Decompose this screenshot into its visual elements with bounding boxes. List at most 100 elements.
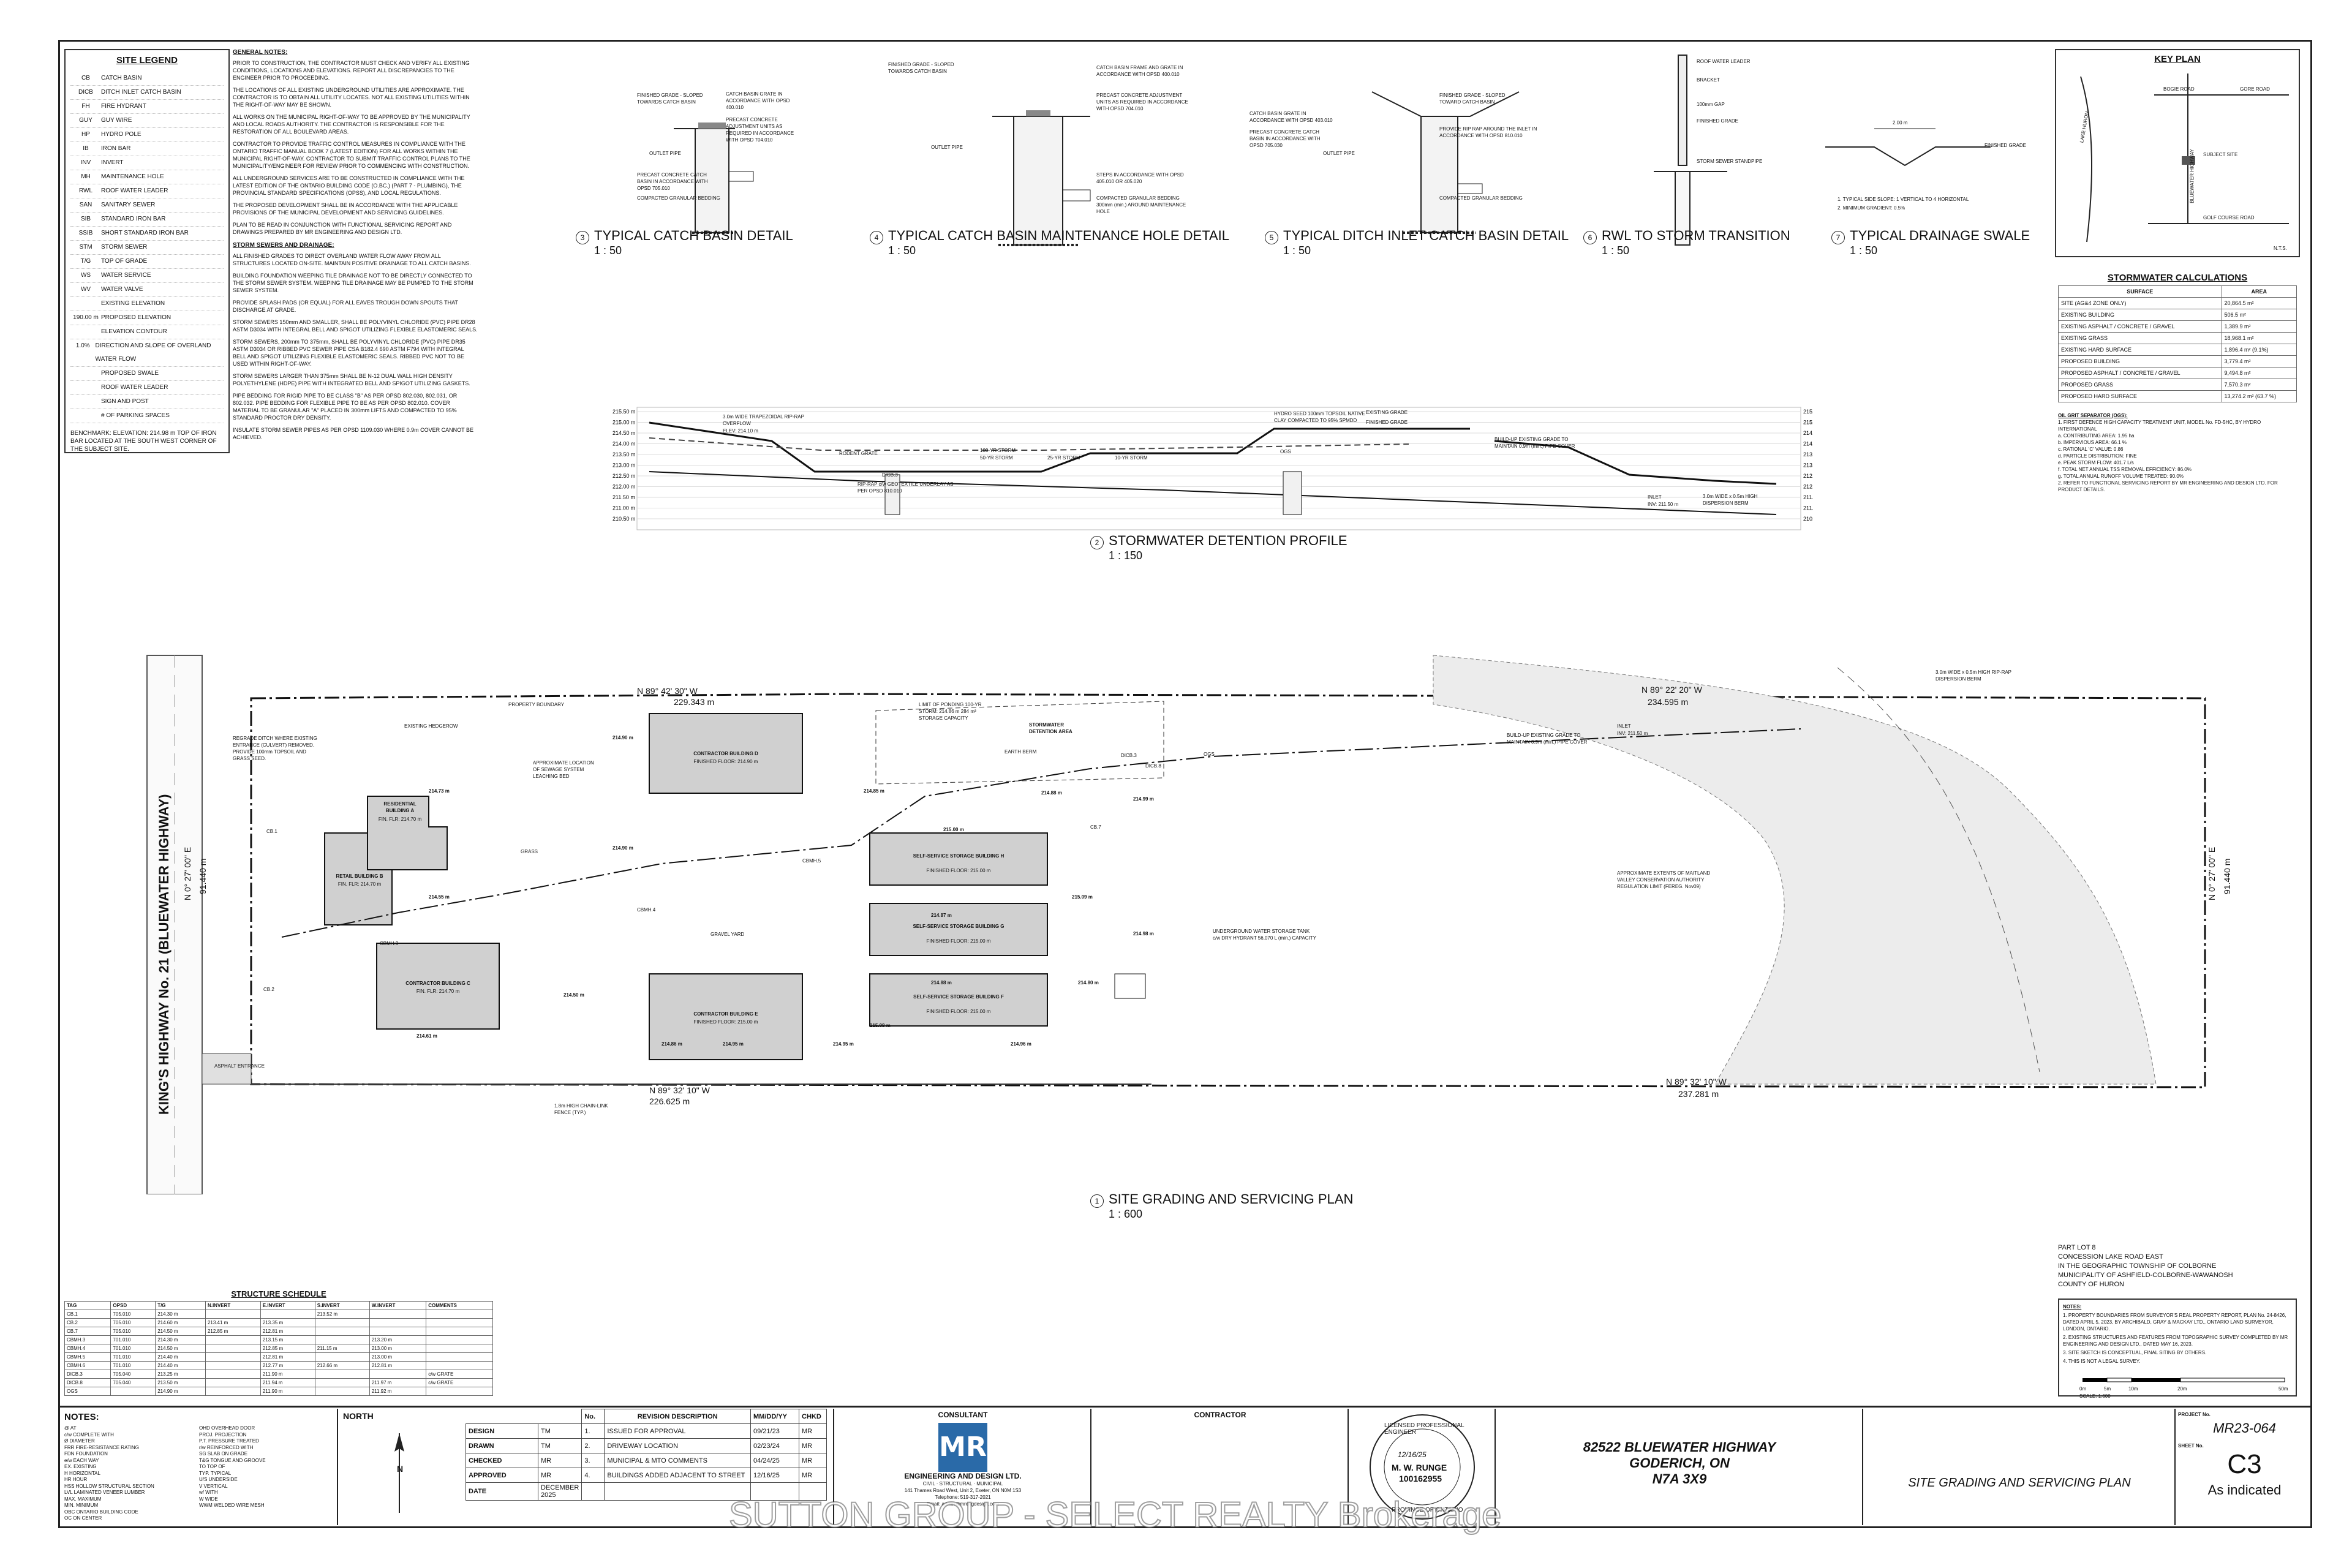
profile-scale: 1 : 150 [1109, 549, 1143, 562]
abbreviation-item: PROJ. PROJECTION [199, 1431, 247, 1438]
rwl-label-gap: 100mm GAP [1697, 102, 1725, 107]
building-c-name: CONTRACTOR BUILDING C [405, 981, 470, 986]
building-g-name: SELF-SERVICE STORAGE BUILDING G [913, 924, 1005, 929]
spot-elevation: 214.88 m [931, 980, 952, 986]
schedule-head: S.INVERT [314, 1301, 370, 1310]
profile-existing-grade [649, 437, 1409, 451]
abbreviation-item: HR HOUR [64, 1477, 88, 1482]
calc-surface: EXISTING GRASS [2058, 332, 2222, 344]
schedule-cell [205, 1310, 261, 1319]
rev-role: DRAWN [466, 1438, 538, 1453]
rev-cell: 02/23/24 [750, 1438, 799, 1453]
key-plan-gore: GORE ROAD [2240, 86, 2270, 92]
schedule-head: COMMENTS [426, 1301, 493, 1310]
spot-elevation: 214.88 m [1041, 790, 1062, 796]
rev-role: APPROVED [466, 1468, 538, 1483]
rev-role: DESIGN [466, 1423, 538, 1439]
legend-label: EXISTING ELEVATION [101, 300, 165, 307]
legal-line: PART LOT 8 [2058, 1244, 2096, 1251]
detail-4-number: 4 [870, 231, 883, 244]
schedule-cell [314, 1378, 370, 1387]
building-b-name: RETAIL BUILDING B [336, 873, 383, 879]
abbreviation-title: NOTES: [64, 1412, 99, 1422]
plan-cb7: CB.7 [1090, 824, 1101, 830]
spot-elevation: 214.87 m [931, 913, 952, 918]
cbmh-detail [992, 110, 1091, 246]
schedule-cell: 212.77 m [260, 1361, 315, 1370]
spot-elevation: 214.80 m [1078, 980, 1099, 986]
schedule-cell: CBMH.6 [64, 1361, 111, 1370]
schedule-cell [426, 1310, 493, 1319]
address-line-3: N7A 3X9 [1652, 1471, 1707, 1487]
schedule-cell: 212.66 m [314, 1361, 370, 1370]
schedule-cell: 705.010 [110, 1318, 156, 1327]
plan-cbmh5: CBMH.5 [802, 858, 821, 864]
calc-area: 9,494.8 m² [2221, 367, 2297, 379]
legend-key: GUY [79, 117, 92, 124]
schedule-cell: CB.1 [64, 1310, 111, 1319]
schedule-cell: 214.50 m [155, 1344, 206, 1353]
abbreviation-item: TYP. TYPICAL [199, 1470, 232, 1476]
spot-elevation: 214.86 m [662, 1041, 682, 1047]
scale-5: 5m [2104, 1386, 2111, 1392]
sheet-title: SITE GRADING AND SERVICING PLAN [1908, 1476, 2131, 1490]
legend-key: 190.00 m [73, 314, 99, 321]
swale-label-grade: FINISHED GRADE [1985, 143, 2027, 148]
calc-area: 3,779.4 m² [2221, 355, 2297, 368]
dicb-label-bedding: COMPACTED GRANULAR BEDDING [1439, 195, 1523, 201]
profile-ogs [1283, 471, 1302, 515]
plan-dicb3: DICB.3 [1121, 753, 1137, 758]
profile-dicb3 [884, 474, 900, 515]
schedule-cell: 701.010 [110, 1361, 156, 1370]
rev-cell: 3. [581, 1453, 605, 1468]
abbreviation-item: FDN FOUNDATION [64, 1451, 108, 1457]
building-d-name: CONTRACTOR BUILDING D [693, 751, 758, 756]
detention-area [875, 701, 1164, 785]
plan-scale: 1 : 600 [1109, 1208, 1143, 1220]
profile-ogs-label: OGS [1280, 449, 1291, 454]
schedule-cell [314, 1318, 370, 1327]
legend-key [70, 297, 101, 311]
detail-6-scale: 1 : 50 [1602, 244, 1630, 257]
schedule-cell: CB.2 [64, 1318, 111, 1327]
legend-key: WV [80, 286, 91, 293]
key-plan-map [2080, 74, 2289, 243]
plan-cb2: CB.2 [263, 987, 274, 992]
abbreviation-item: OC ON CENTER [64, 1515, 102, 1521]
schedule-cell [205, 1387, 261, 1396]
schedule-cell: 211.90 m [260, 1387, 315, 1396]
spot-elevation: 214.95 m [723, 1041, 744, 1047]
scale-50: 50m [2278, 1386, 2288, 1392]
rev-head-desc: REVISION DESCRIPTION [604, 1409, 751, 1424]
seal-number: 100162955 [1399, 1474, 1442, 1483]
revision-block: No. REVISION DESCRIPTION MM/DD/YY CHKD D… [466, 1409, 827, 1501]
spot-elevation: 214.73 m [429, 788, 450, 794]
rev-cell: 04/24/25 [750, 1453, 799, 1468]
legend-label: WATER VALVE [101, 286, 143, 293]
abbreviation-item: T&G TONGUE AND GROOVE [199, 1457, 266, 1463]
building-e [649, 973, 803, 1060]
legend-label: WATER SERVICE [101, 272, 151, 279]
schedule-cell: CB.7 [64, 1327, 111, 1336]
abbreviation-item: c/w COMPLETE WITH [64, 1431, 114, 1438]
detail-7-scale: 1 : 50 [1850, 244, 1878, 257]
schedule-cell: 213.52 m [314, 1310, 370, 1319]
schedule-cell: 213.15 m [260, 1335, 315, 1344]
profile-elevation-label: 212.00 m [612, 484, 636, 490]
general-note: CONTRACTOR TO PROVIDE TRAFFIC CONTROL ME… [233, 141, 470, 169]
profile-dicb3-label: DICB.3 [882, 472, 898, 478]
profile-25yr: 25-YR STORM [1047, 455, 1080, 461]
typical-details [674, 55, 1991, 246]
abbreviation-item: H HORIZONTAL [64, 1470, 100, 1476]
